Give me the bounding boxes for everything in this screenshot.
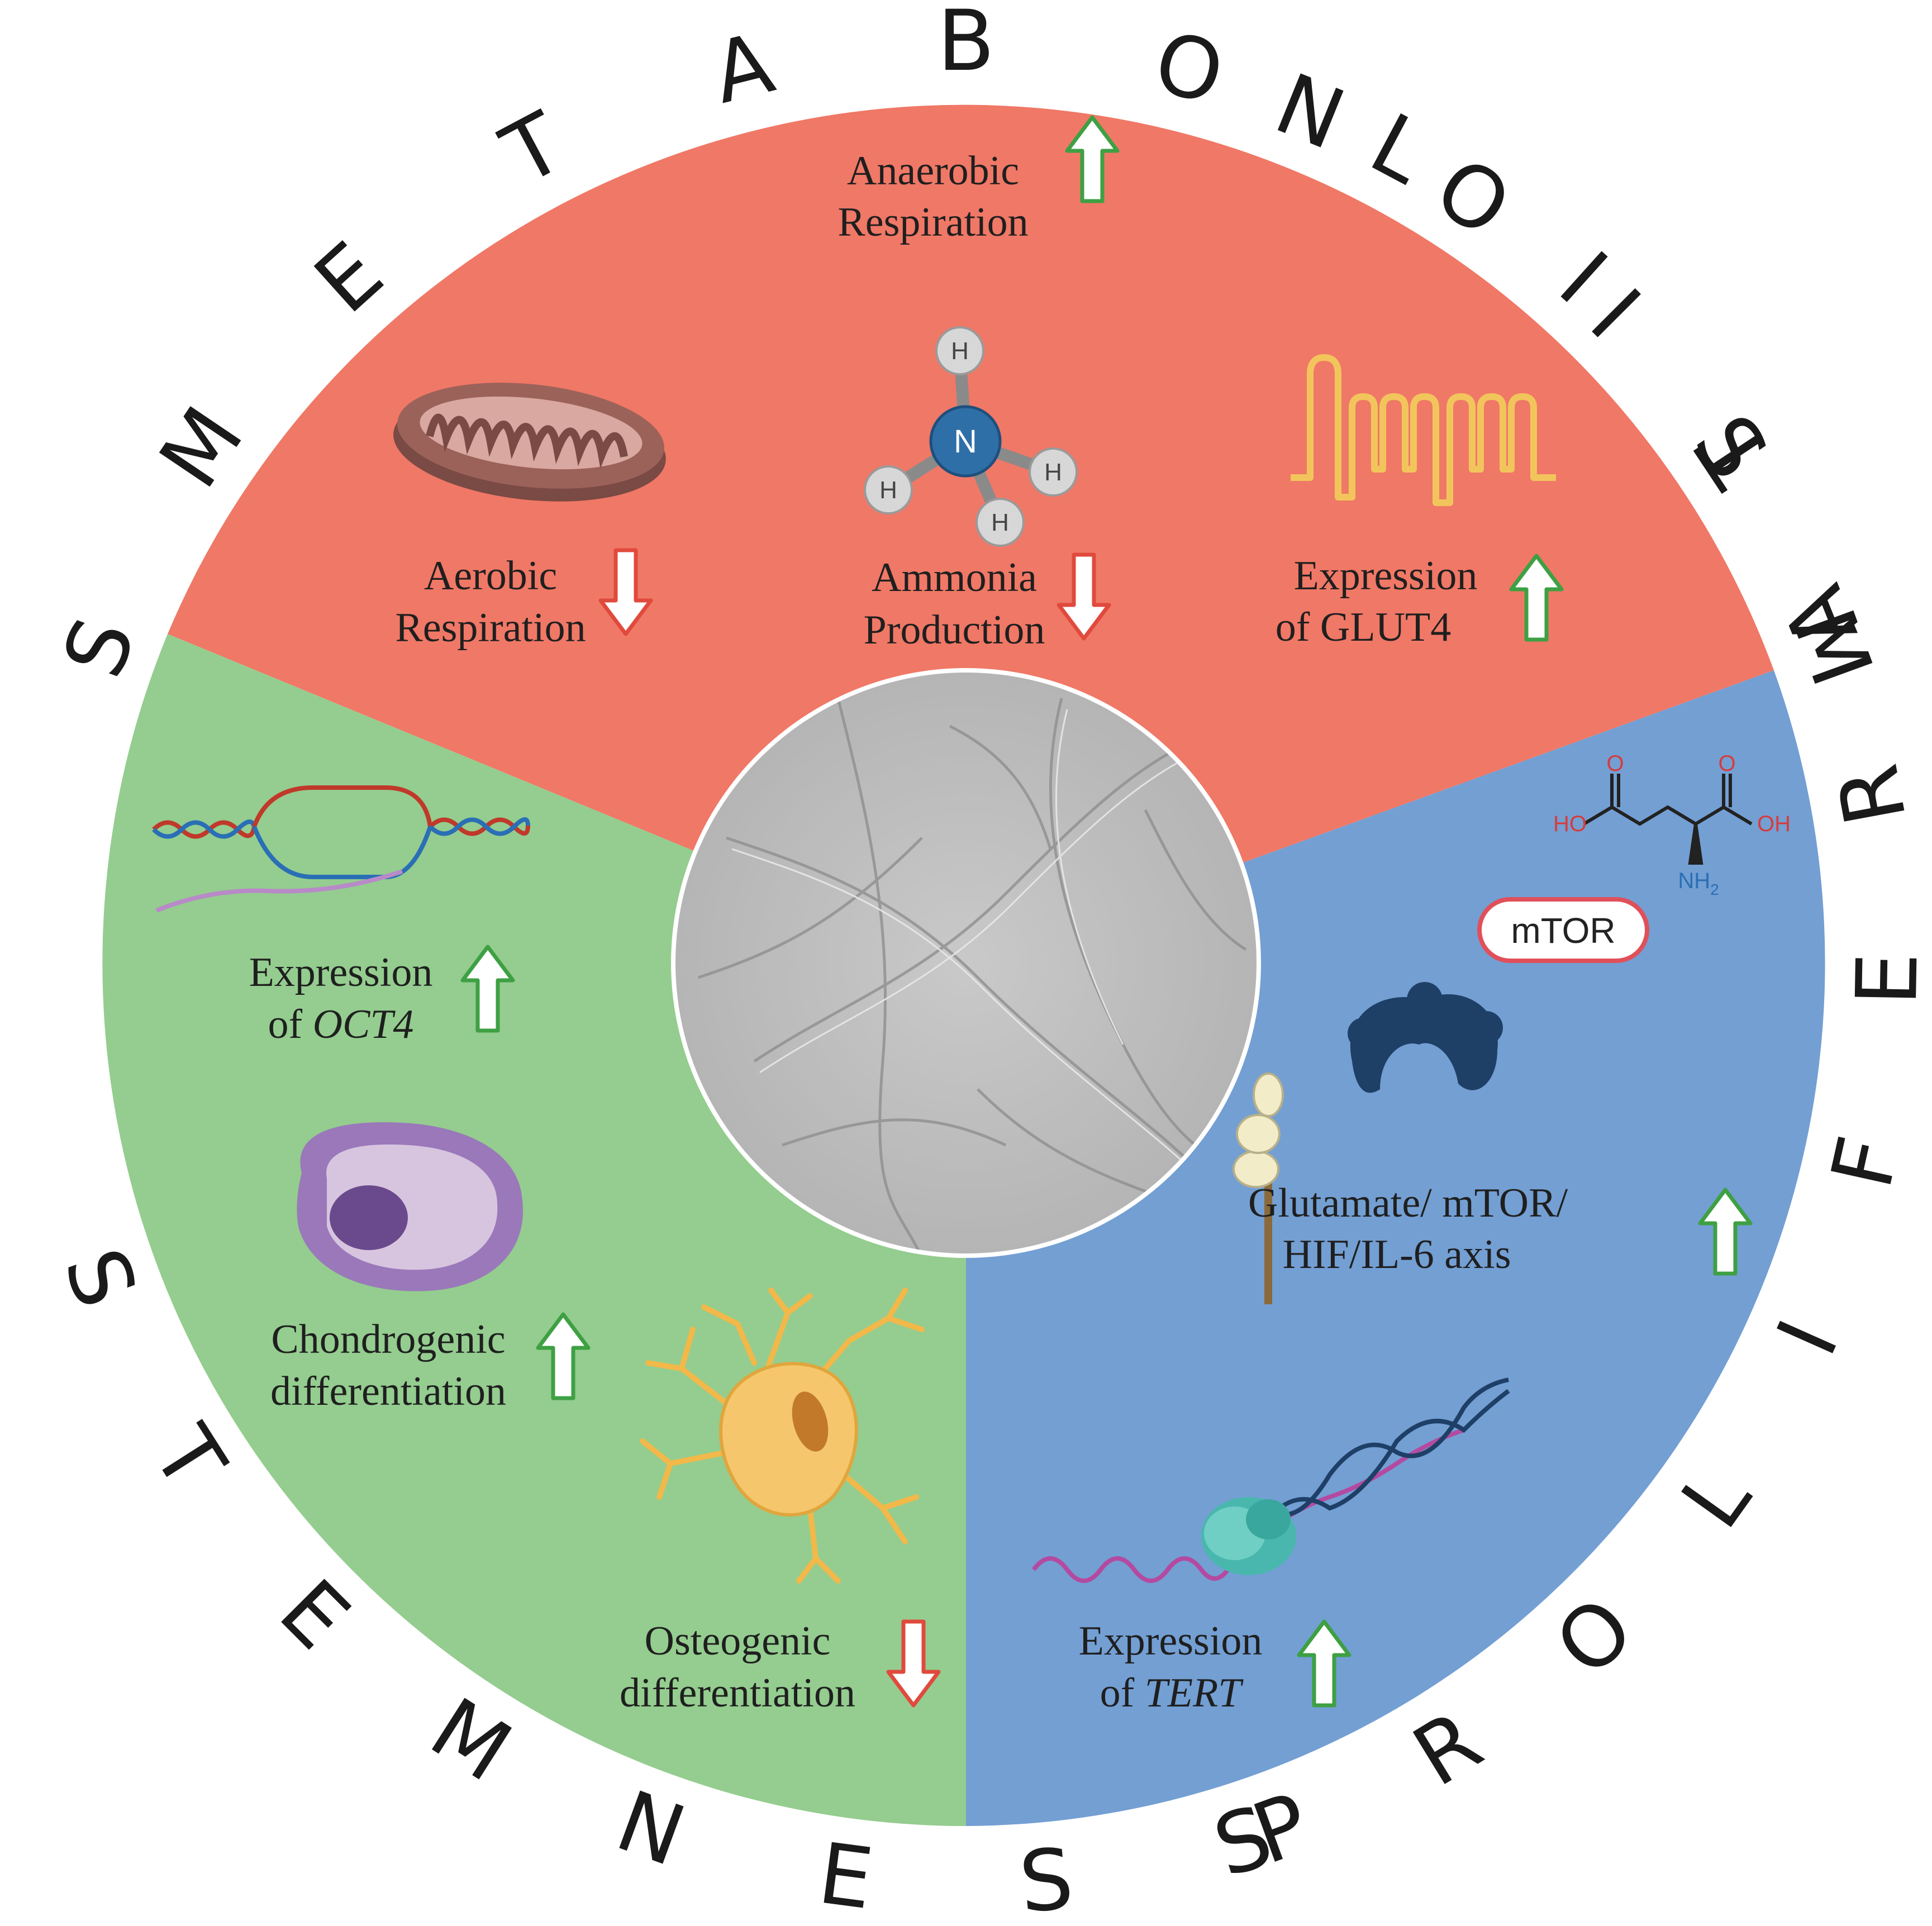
glut4-label-line2: of GLUT4 [1276,604,1451,650]
anaerobic-label-line2: Respiration [837,199,1028,245]
glutamate-structure-icon [1583,774,1753,865]
oct4-label-prefix: of [268,1002,312,1047]
chondro-label-line1: Chondrogenic [271,1317,505,1362]
proliferation-letter: R [1397,1692,1498,1805]
stemness-letter: T [134,1410,244,1507]
oxygen-label: O [1718,751,1735,776]
proliferation-letter: O [1420,136,1529,253]
metabolism-letter: T [487,94,579,204]
tert-label-line2: of TERT [1100,1670,1244,1716]
axis-label-line2: HIF/IL-6 axis [1283,1232,1511,1277]
metabolism-sector [168,104,1774,963]
hydrogen-atom-label: H [991,509,1009,536]
receptor-icon [1233,1072,1284,1304]
proliferation-letter: N [1264,51,1358,165]
metabolism-letter: B [938,0,995,90]
tert-label-line1: Expression [1079,1618,1263,1664]
telomerase-dna-icon [1031,1377,1510,1583]
oxygen-label: O [1606,751,1624,776]
proliferation-letter: I [1759,1307,1858,1369]
amine-label-text: NH [1678,869,1710,893]
metabolism-letter: O [1145,13,1233,123]
osteo-label-line1: Osteogenic [645,1618,831,1664]
stemness-letter: N [605,1773,697,1886]
stemness-letter: E [813,1825,878,1926]
proliferation-letter: R [1819,757,1925,832]
amine-subscript: 2 [1710,881,1719,898]
anaerobic-label-line1: Anaerobic [847,148,1019,194]
proliferation-letter: E [1839,952,1932,1007]
nitrogen-atom-label: N [954,423,977,460]
up-arrow-icon [536,1312,591,1400]
protein-complex-icon [1348,982,1503,1093]
chondrocyte-cell-icon [297,1122,524,1291]
glut4-label-line1: Expression [1294,553,1478,599]
hydrogen-atom-label: H [879,476,897,504]
proliferation-letter: O [1538,1579,1652,1695]
tert-label-prefix: of [1100,1670,1145,1716]
down-arrow-icon [886,1619,941,1708]
oct4-gene-name: OCT4 [313,1002,414,1047]
oct4-label-line1: Expression [249,950,433,995]
proliferation-letter: F [1814,1128,1919,1196]
mtor-pill-label: mTOR [1511,910,1615,951]
up-arrow-icon [1297,1619,1352,1708]
up-arrow-icon [1509,554,1564,642]
stemness-letter: E [261,1562,367,1668]
stemness-letter: S [1016,1830,1077,1926]
aerobic-label-line1: Aerobic [424,553,557,599]
proliferation-letter: L [1663,1451,1769,1546]
metabolism-letter: L [1355,96,1442,203]
oct4-label-line2: of OCT4 [268,1002,413,1047]
metabolism-letter: M [141,390,263,505]
stemness-letter: M [414,1680,527,1800]
metabolism-letter: E [297,224,401,332]
aerobic-label-line2: Respiration [395,605,586,651]
stemness-letter: S [45,1237,154,1320]
up-arrow-icon [1698,1188,1753,1276]
glut4-transporter-icon [1291,354,1556,506]
ammonia-label-line1: Ammonia [872,555,1037,600]
up-arrow-icon [460,945,515,1033]
ammonia-label-line2: Production [864,607,1045,653]
cell-culture-micrograph [671,668,1261,1258]
hydroxyl-label: OH [1757,812,1791,836]
osteo-label-line2: differentiation [620,1670,855,1716]
down-arrow-icon [598,548,653,636]
dna-strand-icon [152,785,530,913]
axis-label-line1: Glutamate/ mTOR/ [1248,1180,1568,1226]
osteocyte-cell-icon [640,1288,925,1584]
chondro-label-line2: differentiation [270,1369,506,1414]
hydroxyl-label: HO [1553,812,1587,836]
hydrogen-atom-label: H [951,337,969,365]
mitochondrion-icon [393,383,666,502]
hydrogen-atom-label: H [1044,459,1062,486]
amine-label: NH2 [1678,869,1719,898]
metabolism-letter: A [703,15,783,123]
down-arrow-icon [1057,552,1111,641]
mtor-pill: mTOR [1477,897,1649,963]
tert-gene-name: TERT [1145,1670,1244,1716]
ammonia-molecule-icon: N H H H H [864,326,1078,547]
up-arrow-icon [1065,115,1120,203]
metabolism-letter: S [45,606,154,689]
telomerase-enzyme-icon [1201,1497,1296,1575]
